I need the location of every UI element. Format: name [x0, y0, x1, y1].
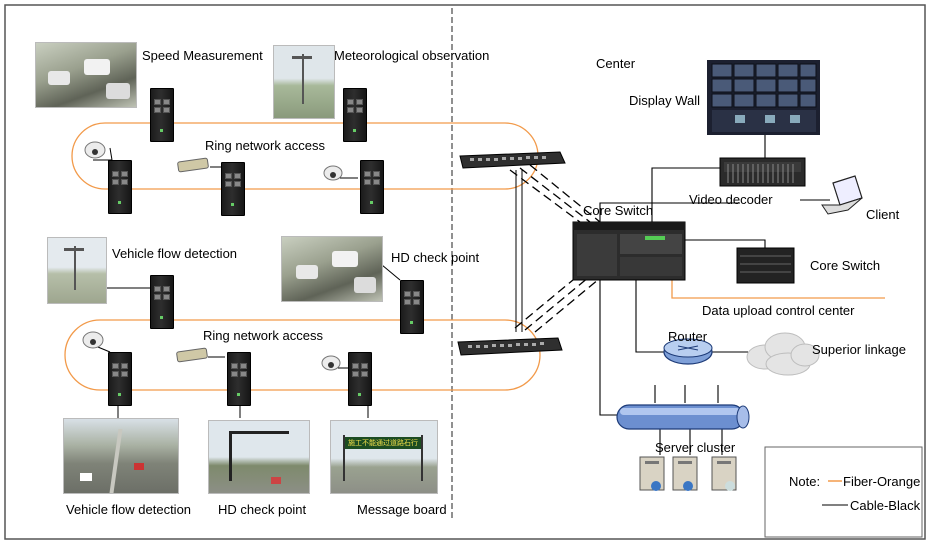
- message-board-photo: 施工不能通过道路石行: [330, 420, 438, 494]
- meteorological-photo: [273, 45, 335, 119]
- ring-switch-bottom-icon: [457, 337, 563, 356]
- label-speed-measurement: Speed Measurement: [142, 48, 263, 63]
- label-meteorological-observation: Meteorological observation: [334, 48, 490, 63]
- label-hd-check-point-bottom: HD check point: [218, 502, 307, 517]
- industrial-switch-icon: [221, 162, 245, 216]
- legend-box: [764, 446, 923, 538]
- industrial-switch-icon: [227, 352, 251, 406]
- vehicle-flow-bottom-photo: [63, 418, 179, 494]
- label-router: Router: [668, 329, 708, 344]
- dome-camera-icon: [82, 331, 104, 349]
- fiber-data-upload: [671, 280, 885, 299]
- bullet-camera-icon: [177, 157, 209, 173]
- vertical-links: [515, 170, 523, 332]
- cloud-icon: [746, 332, 820, 376]
- speed-measurement-photo: [35, 42, 137, 108]
- dome-camera-icon: [84, 141, 106, 159]
- label-server-cluster: Server cluster: [655, 440, 736, 455]
- server-icon-3: [711, 456, 737, 491]
- label-video-decoder: Video decoder: [689, 192, 773, 207]
- router-icon: [663, 338, 713, 365]
- rack-switch-icon: [736, 247, 795, 284]
- display-wall-icon: [707, 60, 820, 135]
- vehicle-flow-top-photo: [47, 237, 107, 304]
- hd-check-bottom-photo: [208, 420, 310, 494]
- hd-check-top-photo: [281, 236, 383, 302]
- server-bus: [616, 404, 750, 430]
- diagram-frame: [4, 4, 926, 540]
- label-center: Center: [596, 56, 636, 71]
- label-vehicle-flow-detection-bottom: Vehicle flow detection: [66, 502, 192, 517]
- label-data-upload-control-center: Data upload control center: [702, 303, 855, 318]
- server-icon-2: [672, 456, 698, 491]
- message-board-sign-text: 施工不能通过道路石行: [345, 437, 421, 449]
- label-hd-check-point-top: HD check point: [391, 250, 480, 265]
- industrial-switch-icon: [348, 352, 372, 406]
- label-vehicle-flow-detection-top: Vehicle flow detection: [112, 246, 238, 261]
- label-ring-network-access-bottom: Ring network access: [203, 328, 323, 343]
- industrial-switch-icon: [150, 275, 174, 329]
- ring-fiber-bottom: [64, 319, 541, 391]
- industrial-switch-icon: [108, 160, 132, 214]
- label-display-wall: Display Wall: [629, 93, 701, 108]
- laptop-icon: [821, 175, 863, 215]
- core-switch-icon: [572, 221, 686, 281]
- industrial-switch-icon: [108, 352, 132, 406]
- legend-fiber-label: Fiber-Orange: [843, 474, 921, 489]
- industrial-switch-icon: [343, 88, 367, 142]
- label-superior-linkage: Superior linkage: [812, 342, 906, 357]
- server-icon-1: [639, 456, 665, 491]
- industrial-switch-icon: [150, 88, 174, 142]
- legend-cable-label: Cable-Black: [850, 498, 921, 513]
- ring-switch-top-icon: [459, 151, 566, 169]
- legend-note: Note:: [789, 474, 821, 489]
- label-ring-network-access-top: Ring network access: [205, 138, 325, 153]
- industrial-switch-icon: [400, 280, 424, 334]
- bullet-camera-icon: [176, 347, 208, 363]
- dome-camera-icon: [323, 165, 343, 181]
- label-message-board: Message board: [357, 502, 447, 517]
- ring-fiber-top: [71, 122, 539, 190]
- label-core-switch-right: Core Switch: [810, 258, 881, 273]
- video-decoder-icon: [719, 157, 806, 187]
- label-core-switch-main: Core Switch: [583, 203, 654, 218]
- industrial-switch-icon: [360, 160, 384, 214]
- label-client: Client: [866, 207, 900, 222]
- dome-camera-icon: [321, 355, 341, 371]
